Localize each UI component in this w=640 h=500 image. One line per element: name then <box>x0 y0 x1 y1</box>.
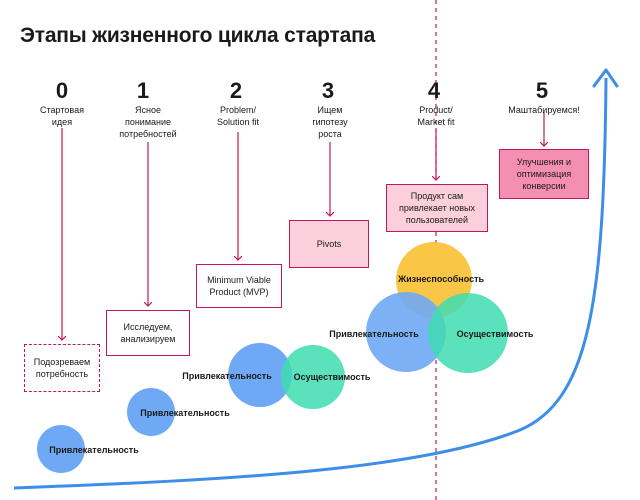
circle-feasibility-4 <box>428 293 508 373</box>
circle-label-attractiveness-1: Привлекательность <box>140 408 230 418</box>
circle-attractiveness-4 <box>366 292 446 372</box>
growth-curve-arrowhead <box>592 68 619 88</box>
stage-number-2: 2 <box>229 78 243 103</box>
stage-label-4: Product/Market fit <box>417 105 455 127</box>
circle-label-feasibility-4: Осуществимость <box>456 329 534 339</box>
circle-attractiveness-1 <box>127 388 175 436</box>
stage-number-3: 3 <box>321 78 335 103</box>
stage-box-3: Pivots <box>289 220 369 268</box>
stage-number-1: 1 <box>136 78 150 103</box>
stage-number-0: 0 <box>55 78 69 103</box>
circle-attractiveness-0 <box>37 425 85 473</box>
circle-attractiveness-2 <box>228 343 292 407</box>
circle-label-attractiveness-0: Привлекательность <box>49 445 139 455</box>
circle-label-feasibility-2: Осуществимость <box>293 372 371 382</box>
circle-label-attractiveness-2: Привлекательность <box>182 371 272 381</box>
circle-feasibility-2 <box>281 345 345 409</box>
circle-label-attractiveness-4: Привлекательность <box>329 329 419 339</box>
stage-label-5: Маштабируемся! <box>508 105 580 115</box>
stage-label-2: Problem/Solution fit <box>216 105 260 127</box>
stage-number-5: 5 <box>535 78 549 103</box>
stage-box-1: Исследуем,анализируем <box>106 310 190 356</box>
circle-label-viability-4: Жизнеспособность <box>397 274 485 284</box>
stage-number-4: 4 <box>427 78 441 103</box>
growth-curve <box>13 77 608 490</box>
page-title: Этапы жизненного цикла стартапа <box>20 24 376 47</box>
